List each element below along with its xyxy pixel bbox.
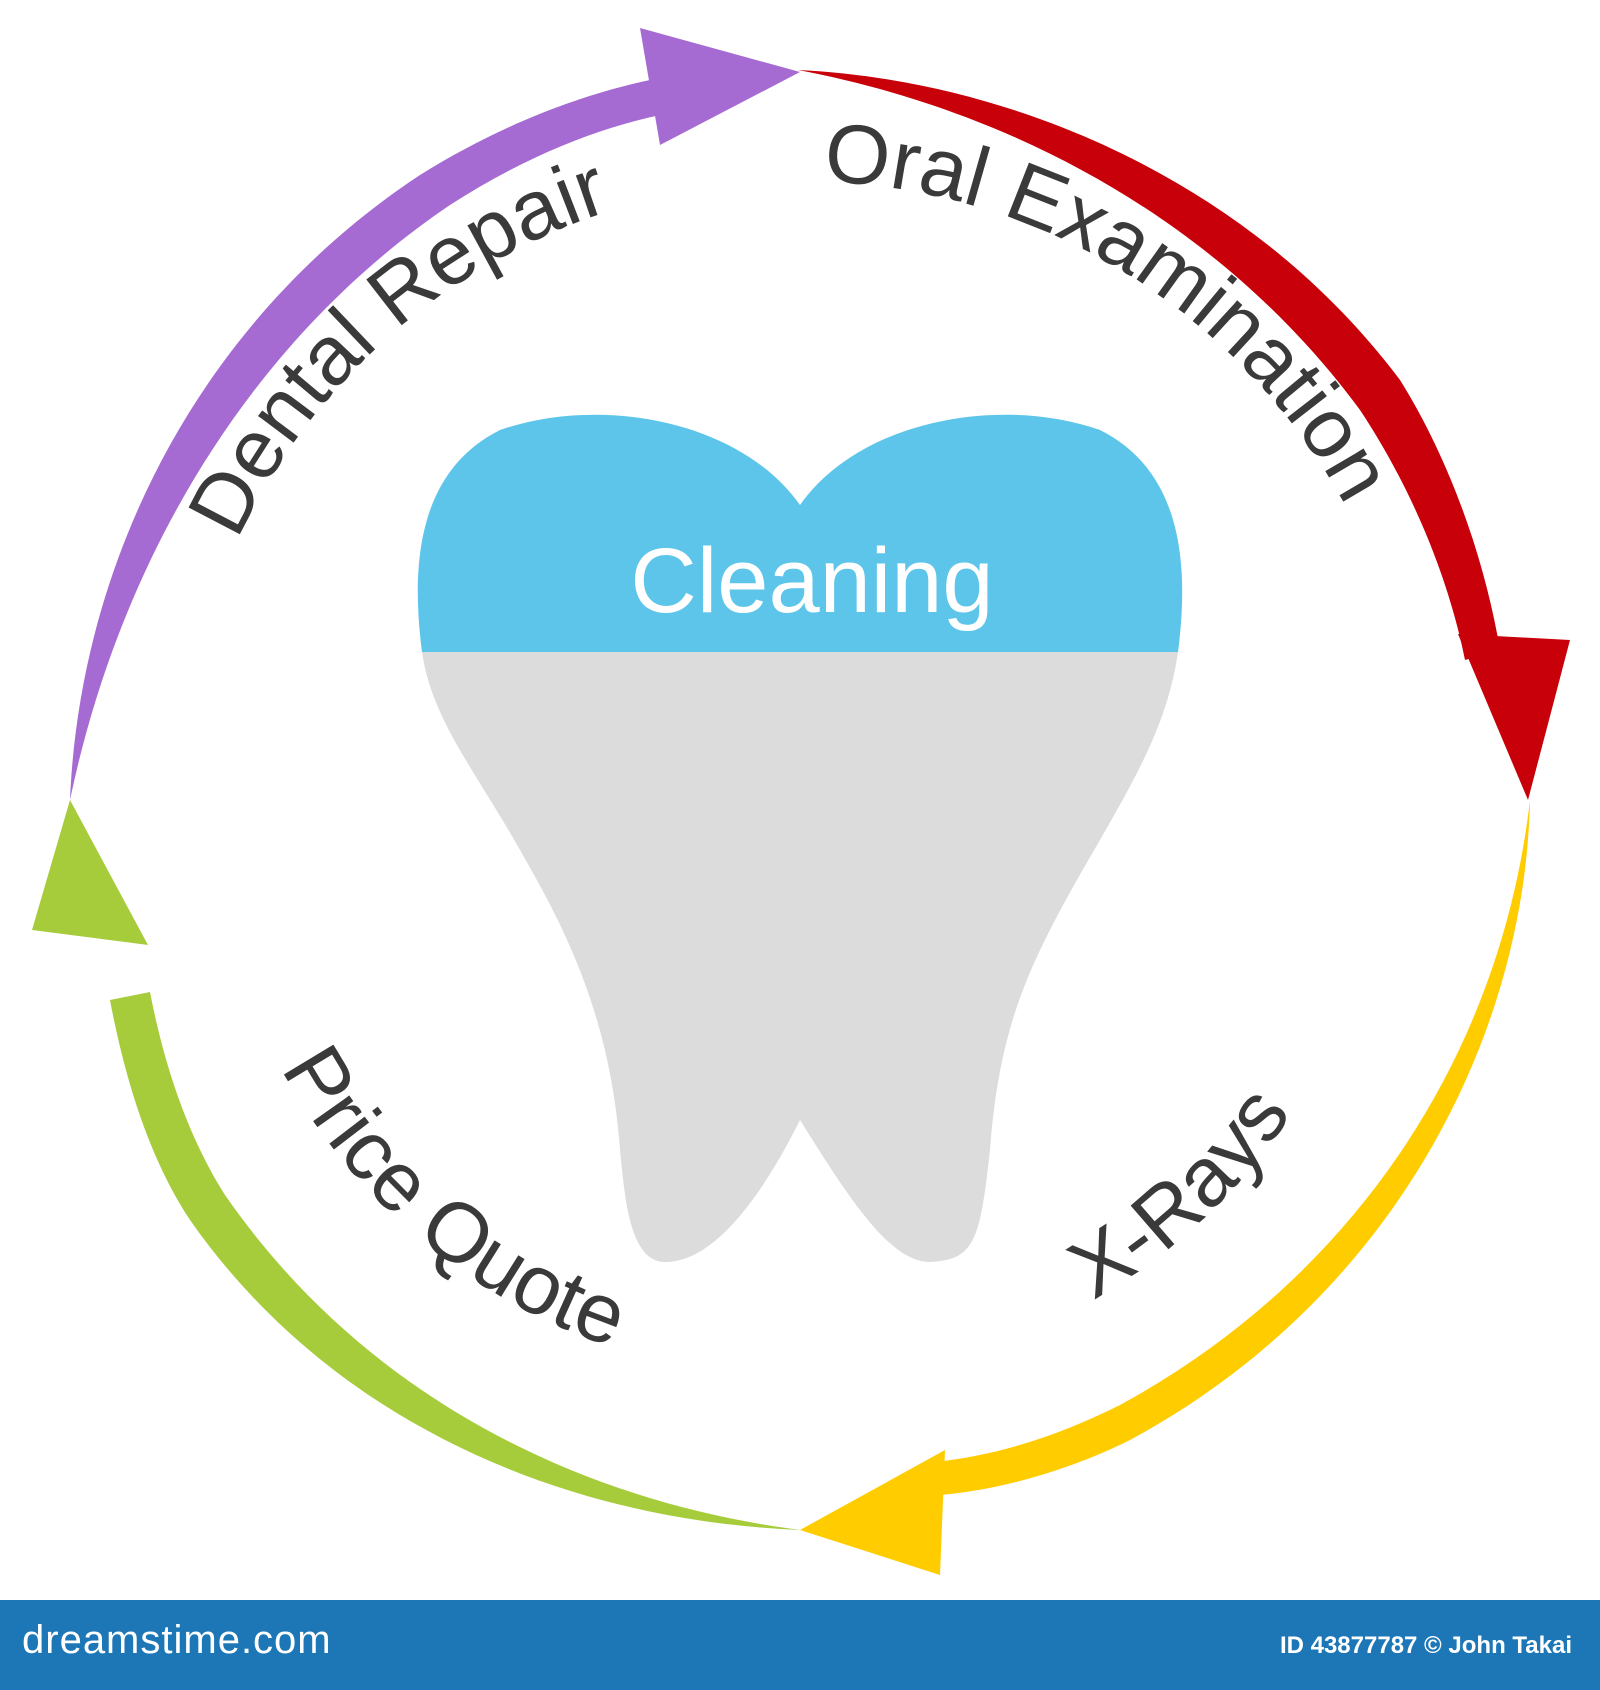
arrow-price-quote bbox=[110, 992, 800, 1530]
arrow-price-quote-head bbox=[32, 800, 148, 945]
center-label-cleaning: Cleaning bbox=[630, 530, 993, 632]
arrow-x-rays bbox=[935, 800, 1530, 1495]
arrow-dental-repair bbox=[70, 80, 660, 800]
arrow-x-rays-head bbox=[800, 1450, 945, 1575]
arrow-dental-repair-head bbox=[640, 28, 800, 145]
step-label-x-rays: X-Rays bbox=[1052, 1069, 1307, 1315]
arrow-oral-examination-head bbox=[1458, 634, 1570, 800]
cycle-arrows bbox=[32, 28, 1570, 1575]
tooth-icon: Cleaning bbox=[417, 414, 1183, 1262]
dental-cycle-diagram: Cleaning Dental Repair Oral Examination … bbox=[32, 28, 1570, 1575]
site-logo-text: dreamstime.com bbox=[22, 1618, 332, 1662]
arrow-oral-examination bbox=[798, 70, 1500, 660]
image-credit: ID 43877787 © John Takai bbox=[1279, 1632, 1572, 1659]
footer-bar: dreamstime.com ID 43877787 © John Takai bbox=[0, 1600, 1600, 1690]
tooth-root bbox=[422, 652, 1178, 1262]
tooth-crown bbox=[417, 414, 1183, 652]
